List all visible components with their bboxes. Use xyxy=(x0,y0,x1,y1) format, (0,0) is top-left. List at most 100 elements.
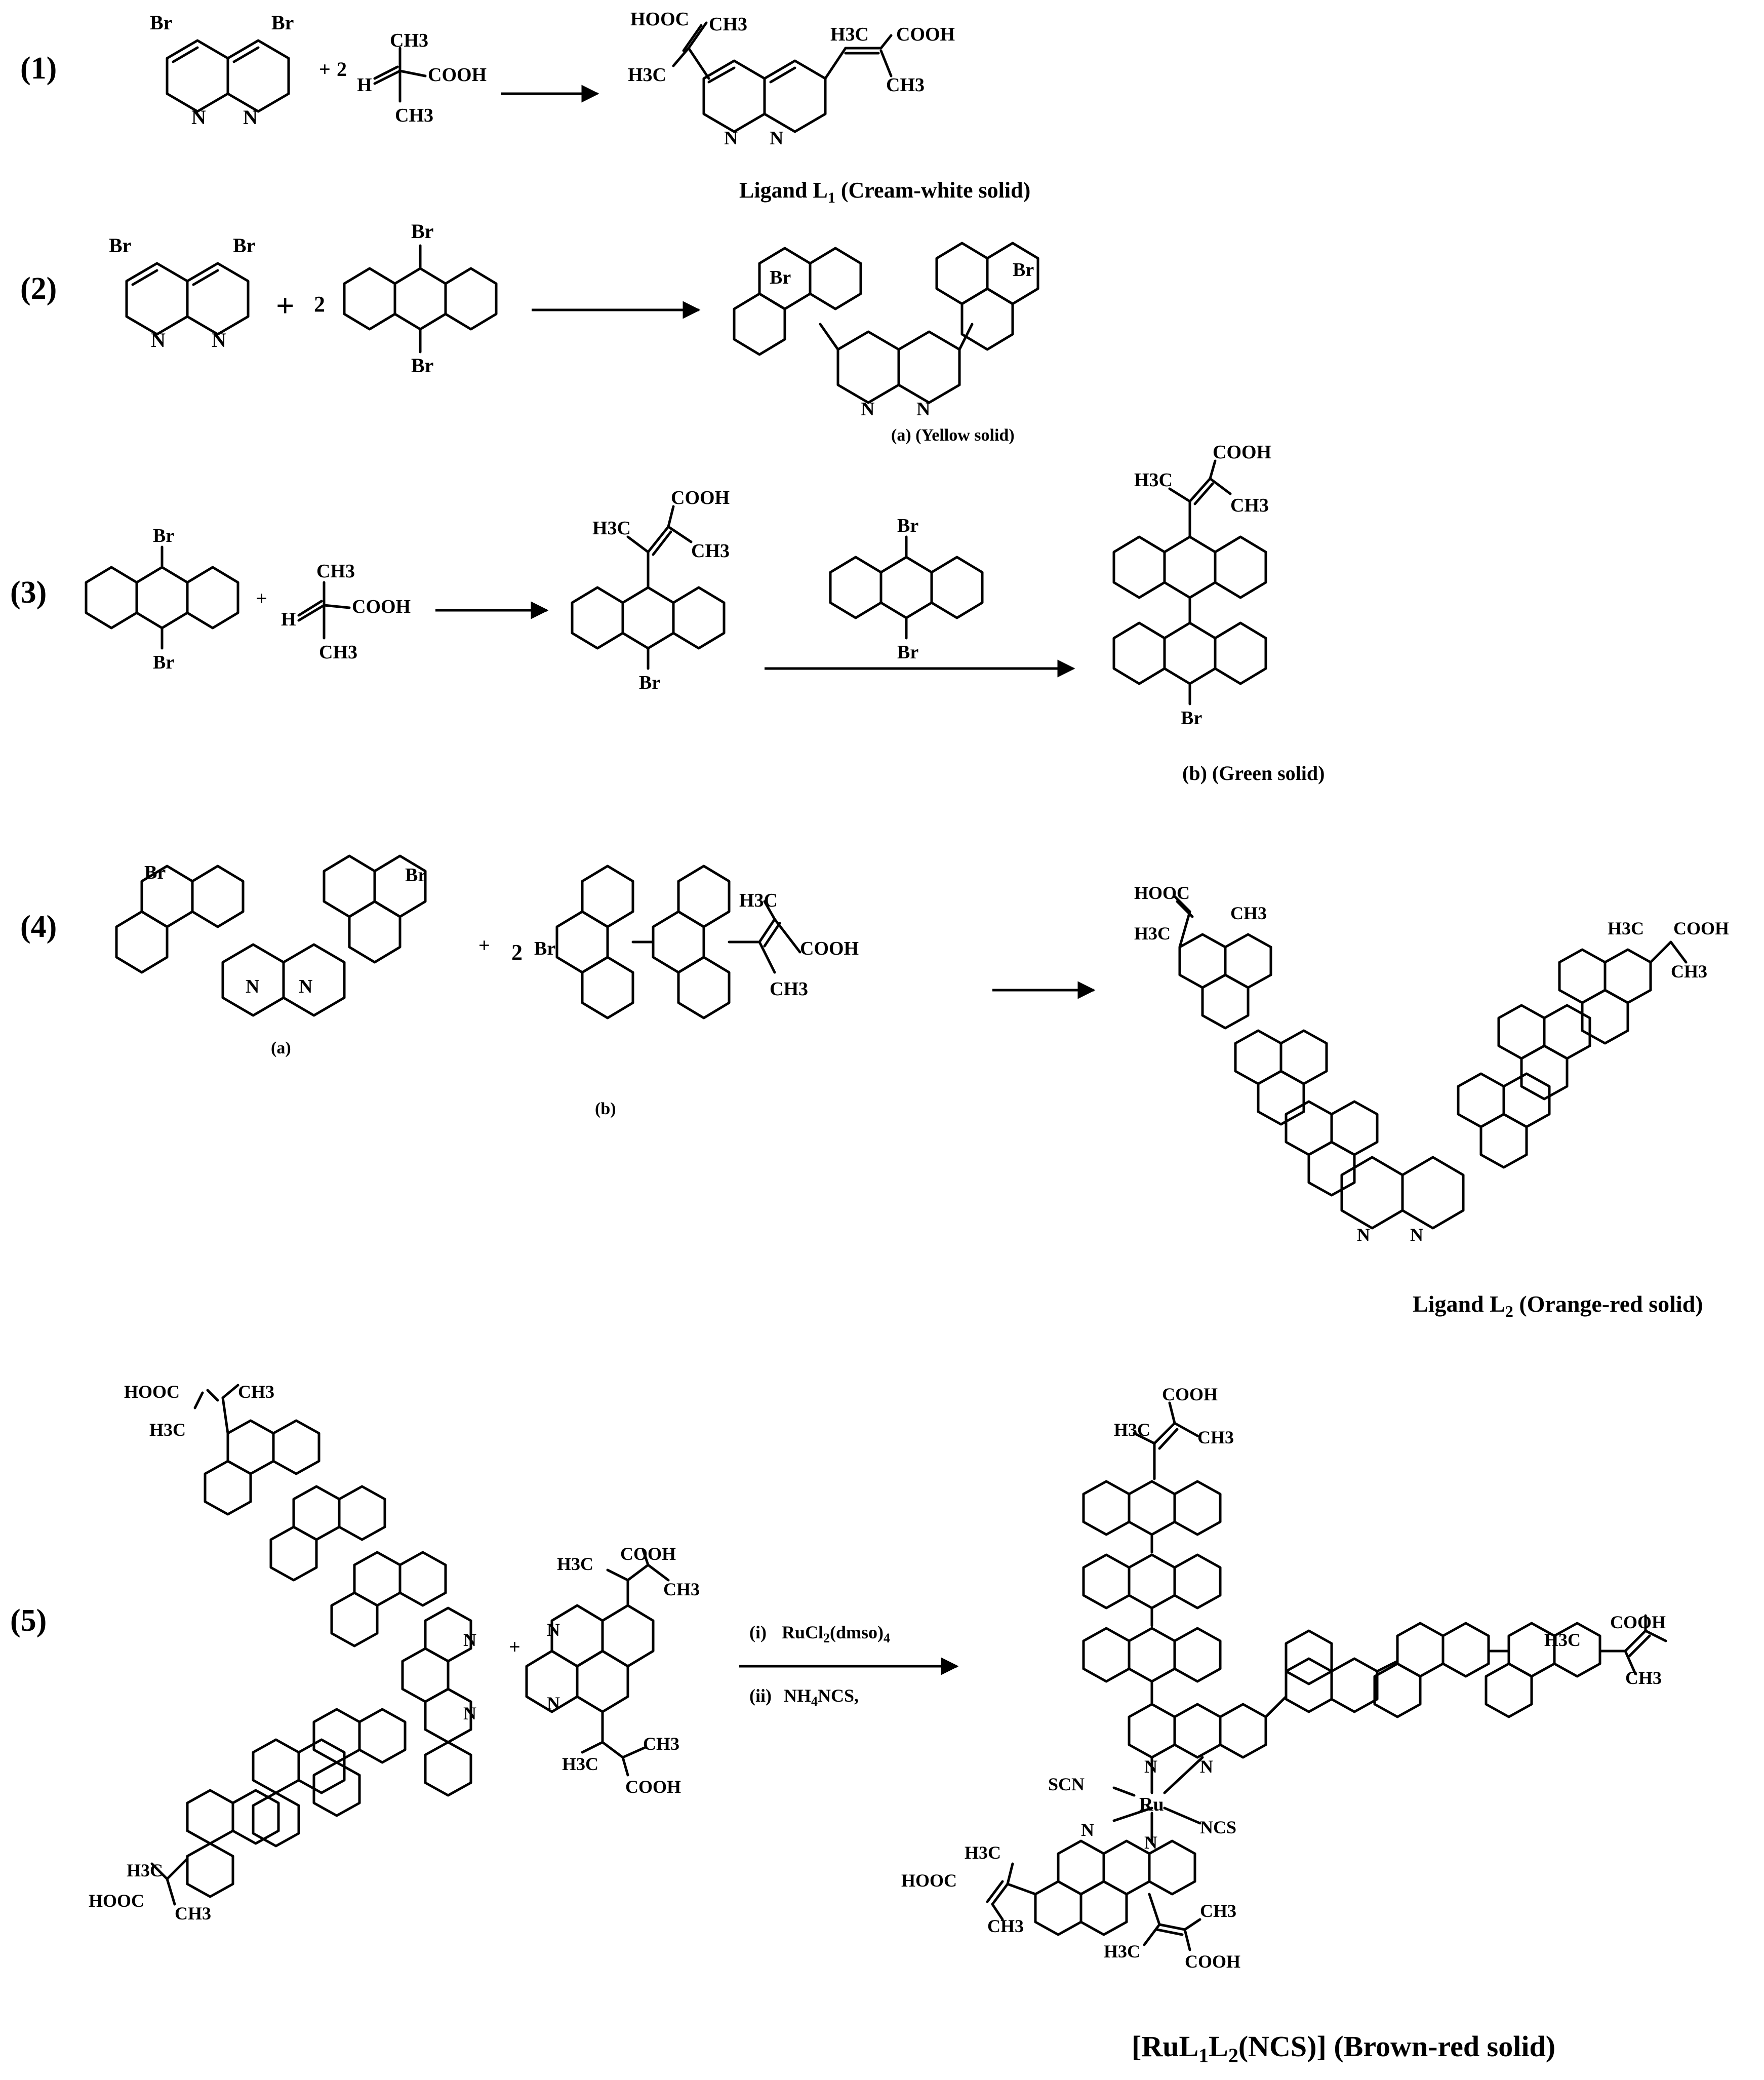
cooh-group: COOH xyxy=(1213,442,1271,463)
n-atom: N xyxy=(547,1693,560,1713)
ch3-group: CH3 xyxy=(316,561,355,582)
ch3-group: CH3 xyxy=(770,978,808,1000)
ch3-group: CH3 xyxy=(1671,961,1707,982)
product-a-structure xyxy=(733,242,1039,404)
product-b-label: (b) (Green solid) xyxy=(1182,762,1325,784)
dibromophenanthroline-2 xyxy=(125,262,250,336)
hooc-group: HOOC xyxy=(124,1382,180,1402)
ru-complex-label: [RuL1L2(NCS)] (Brown-red solid) xyxy=(1132,2030,1555,2067)
n-atom: N xyxy=(916,399,930,420)
n-atom: N xyxy=(1081,1820,1094,1840)
n-atom: N xyxy=(1357,1225,1370,1245)
ru-complex-structure xyxy=(986,1401,1667,1951)
step-2-number: (2) xyxy=(20,271,57,306)
br-atom: Br xyxy=(897,642,918,663)
h3c-group: H3C xyxy=(557,1554,593,1574)
cooh-group: COOH xyxy=(625,1777,681,1797)
ch3-group: CH3 xyxy=(395,105,433,126)
ch3-group: CH3 xyxy=(709,14,747,35)
n-atom: N xyxy=(1144,1832,1157,1853)
reactant-b-4 xyxy=(555,865,801,1019)
h3c-group: H3C xyxy=(1114,1420,1150,1440)
condition-1: (i)RuCl2(dmso)4 xyxy=(749,1622,890,1645)
dibromophenanthroline-1 xyxy=(166,39,290,113)
tiglic-acid-1 xyxy=(373,47,427,103)
step-5-number: (5) xyxy=(10,1603,47,1638)
n-atom: N xyxy=(1200,1756,1213,1777)
ligand-l1-structure xyxy=(672,21,893,133)
h3c-group: H3C xyxy=(592,518,631,539)
ch3-group: CH3 xyxy=(663,1579,700,1599)
ch3-group: CH3 xyxy=(886,74,925,96)
cooh-group: COOH xyxy=(671,487,730,508)
br-atom: Br xyxy=(144,862,166,883)
condition-2: (ii)NH4NCS, xyxy=(749,1685,859,1709)
cooh-group: COOH xyxy=(428,64,487,86)
h3c-group: H3C xyxy=(1544,1630,1581,1650)
ligand-l2-label: Ligand L2 (Orange-red solid) xyxy=(1413,1291,1703,1320)
ch3-group: CH3 xyxy=(1230,903,1267,923)
ch3-group: CH3 xyxy=(1197,1427,1234,1447)
h3c-group: H3C xyxy=(628,64,666,86)
ch3-group: CH3 xyxy=(1230,495,1269,516)
step-4-number: (4) xyxy=(20,910,57,944)
cooh-group: COOH xyxy=(352,596,411,617)
n-atom: N xyxy=(191,106,206,129)
ch3-group: CH3 xyxy=(238,1382,274,1402)
dibromoanthracene-3 xyxy=(85,545,239,650)
h-atom: H xyxy=(357,74,372,96)
h-atom: H xyxy=(281,609,296,630)
ncs-ligand: NCS xyxy=(1200,1817,1236,1837)
cooh-group: COOH xyxy=(1185,1951,1240,1972)
hooc-group: HOOC xyxy=(630,9,689,30)
intermediate-3 xyxy=(571,505,726,670)
br-atom: Br xyxy=(109,234,131,257)
hooc-group: HOOC xyxy=(89,1891,144,1911)
dibromoanthracene-2 xyxy=(343,244,498,354)
product-a-label: (a) (Yellow solid) xyxy=(891,426,1015,445)
n-atom: N xyxy=(770,128,783,149)
cooh-group: COOH xyxy=(800,938,859,959)
h3c-group: H3C xyxy=(739,890,778,911)
plus-sign: + xyxy=(256,587,267,610)
ch3-group: CH3 xyxy=(691,540,730,562)
ch3-group: CH3 xyxy=(1625,1668,1662,1688)
br-atom: Br xyxy=(271,11,294,34)
dibromoanthracene-3b xyxy=(829,535,984,640)
n-atom: N xyxy=(299,976,312,997)
br-atom: Br xyxy=(153,652,174,673)
ch3-group: CH3 xyxy=(175,1903,211,1924)
n-atom: N xyxy=(151,329,166,351)
ru-atom: Ru xyxy=(1139,1794,1164,1815)
n-atom: N xyxy=(861,399,874,420)
label-b: (b) xyxy=(595,1100,616,1118)
product-b-structure xyxy=(1112,459,1267,705)
n-atom: N xyxy=(212,329,226,351)
plus-sign: + xyxy=(276,288,294,324)
br-atom: Br xyxy=(411,354,433,377)
scn-ligand: SCN xyxy=(1048,1774,1085,1794)
br-atom: Br xyxy=(150,11,172,34)
ch3-group: CH3 xyxy=(1200,1901,1236,1921)
ch3-group: CH3 xyxy=(319,642,357,663)
n-atom: N xyxy=(1144,1756,1157,1777)
cooh-group: COOH xyxy=(1673,918,1729,938)
reactant-a-4 xyxy=(115,854,427,1017)
h3c-group: H3C xyxy=(830,24,869,45)
hooc-group: HOOC xyxy=(1134,883,1190,903)
n-atom: N xyxy=(246,976,259,997)
cooh-group: COOH xyxy=(1610,1612,1666,1632)
br-atom: Br xyxy=(411,220,433,243)
coefficient: 2 xyxy=(511,940,523,965)
ligand-l2-structure xyxy=(1173,895,1688,1230)
n-atom: N xyxy=(463,1703,476,1723)
n-atom: N xyxy=(724,128,738,149)
br-atom: Br xyxy=(1013,259,1034,281)
hooc-group: HOOC xyxy=(901,1870,957,1891)
step-1-number: (1) xyxy=(20,51,57,86)
n-atom: N xyxy=(463,1630,476,1650)
cooh-group: COOH xyxy=(620,1544,676,1564)
n-atom: N xyxy=(1410,1225,1423,1245)
br-atom: Br xyxy=(405,865,426,886)
